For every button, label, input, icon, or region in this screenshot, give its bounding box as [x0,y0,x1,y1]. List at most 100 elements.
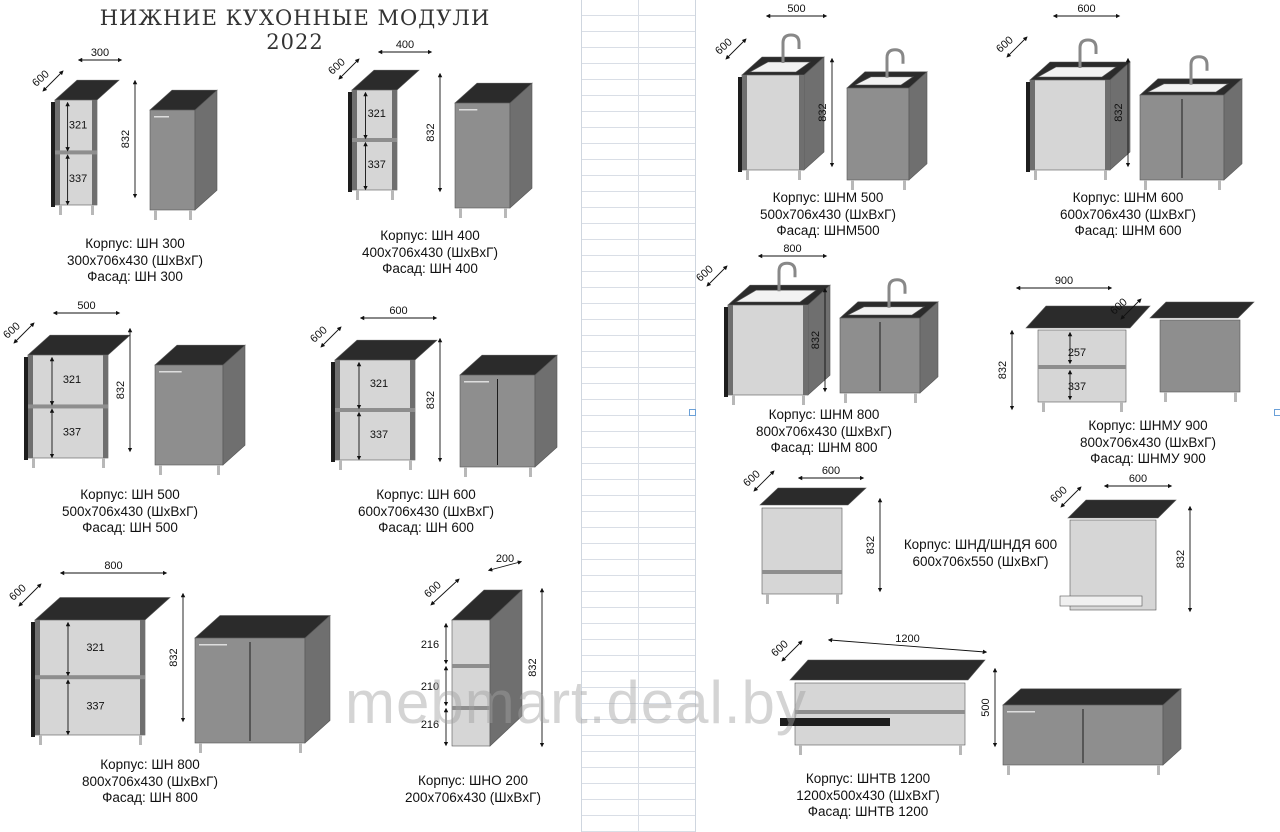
shelf-dim-label: 216 [421,639,439,651]
worktop [27,334,131,356]
cabinet-shn600-closed [459,354,558,477]
cabinet-side [534,354,558,468]
door-handle [199,644,227,646]
caption-line: 1200x500x430 (ШxВxГ) [796,787,940,803]
cabinet-left-wall [742,75,747,170]
dimension-label: 500 [980,698,992,716]
cabinet-leg [914,393,917,403]
dimension-label: 600 [422,579,444,600]
cabinet-leg [766,594,769,604]
cabinet-leg [903,180,906,190]
cabinet-leg [1007,765,1010,775]
cabinet-front [154,364,224,466]
cabinet-shelf [795,710,965,714]
dimension-label: 200 [496,553,514,565]
open-door [31,622,35,737]
shelf-dim-label: 337 [69,173,87,185]
dimension-label: 900 [1055,275,1073,287]
cabinet-leg [504,208,507,218]
cabinet-leg [339,460,342,470]
cabinet-leg [91,205,94,215]
dimension-label: 600 [308,324,330,345]
dimension-line [338,58,360,80]
cabinet-leg [851,180,854,190]
cabinet-front [149,109,196,211]
cabinet-shelf [452,664,490,668]
caption-line: 300x706x430 (ШxВxГ) [66,252,203,268]
open-door [348,92,352,192]
cabinet-interior [1069,519,1157,611]
dimension-line [42,70,64,92]
caption-line: Фасад: ШН 400 [382,261,478,276]
dimension-label: 600 [822,465,840,477]
caption-line: Фасад: ШНТВ 1200 [807,804,929,819]
dimension-label: 832 [817,103,829,121]
sink-bowl [854,76,914,86]
dimension-label: 500 [77,300,95,312]
cabinet-leg [844,393,847,403]
cabinet-side [304,614,331,744]
cabinet-side [919,301,939,394]
cabinet-shn500-closed [154,344,246,475]
open-door [331,362,335,462]
door-handle [1007,711,1035,713]
dimension-label: 600 [741,468,763,489]
caption-line: Корпус: ШНМ 600 [1072,190,1184,205]
cabinet-right-wall [799,75,804,170]
caption-line: 200x706x430 (ШxВxГ) [404,789,541,805]
shelf-dim-label: 321 [370,378,388,390]
dimension-label: 600 [30,68,52,89]
dimension-label: 832 [997,361,1009,379]
cabinet-leg [732,395,735,405]
caption-line: Фасад: ШН 800 [102,790,198,805]
caption-line: 600x706x430 (ШxВxГ) [1059,206,1196,222]
caption-shn800: Корпус: ШН 800 800x706x430 (ШxВxГ) Фасад… [70,757,230,807]
dimension-line [1120,298,1142,320]
dimension-label: 400 [396,39,414,51]
cabinet-leg [459,208,462,218]
cabinet-shn800-closed [194,614,331,753]
selection-handle-right[interactable] [1274,409,1280,416]
dimension-label: 600 [326,56,348,77]
cabinet-leg [102,458,105,468]
dimension-label: 832 [120,130,132,148]
sink-bowl [1036,66,1117,78]
caption-shn400: Корпус: ШН 400 400x706x430 (ШxВxГ) Фасад… [350,228,510,278]
cabinet-shnm600-closed [1139,55,1243,190]
selection-handle-left[interactable] [689,409,696,416]
worktop [1067,499,1177,519]
cabinet-side [1223,78,1243,181]
watermark: mebmart.deal.by [345,669,807,736]
cabinet-interior [451,619,491,747]
cabinet-leg [1164,392,1167,402]
cabinet-shelf [335,408,415,412]
dimension-label: 832 [1113,103,1125,121]
caption-line: Фасад: ШН 500 [82,520,178,535]
dimension-line [13,322,35,344]
cabinet-leg [59,205,62,215]
cabinet-front [1029,79,1111,171]
cabinet-leg [1218,180,1221,190]
faucet [781,33,801,63]
worktop [351,69,420,91]
cabinet-front [741,74,805,171]
cabinet-right-wall [803,305,808,395]
dimension-label: 600 [1,320,23,341]
caption-shnmu900: Корпус: ШНМУ 900 800x706x430 (ШxВxГ) Фас… [1068,418,1228,468]
cabinet-leg [798,170,801,180]
caption-shn600: Корпус: ШН 600 600x706x430 (ШxВxГ) Фасад… [346,487,506,537]
caption-shno200: Корпус: ШНО 200 200x706x430 (ШxВxГ) [393,773,553,806]
caption-line: Фасад: ШНМУ 900 [1090,451,1206,466]
cabinet-side [489,589,523,747]
cabinet-leg [529,467,532,477]
dimension-line [487,560,523,572]
cabinet-front [846,87,910,181]
